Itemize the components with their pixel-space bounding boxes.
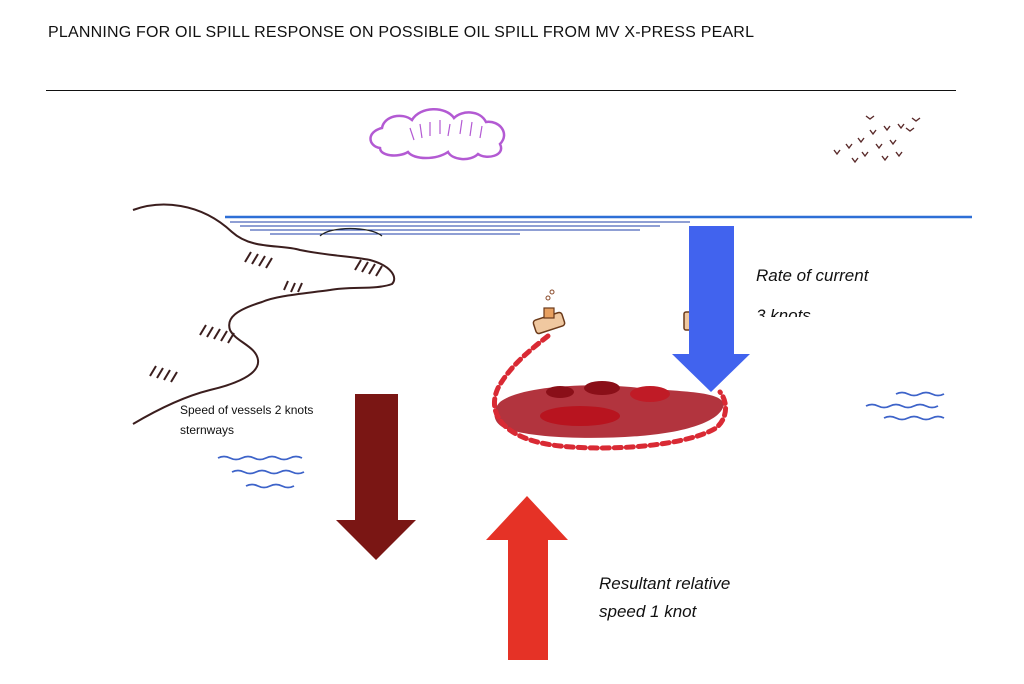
- vessel-speed-arrow: [336, 394, 416, 560]
- page-title: PLANNING FOR OIL SPILL RESPONSE ON POSSI…: [48, 24, 755, 41]
- boom-icon: [491, 333, 728, 451]
- vessel-speed-line1: Speed of vessels 2 knots: [180, 403, 314, 417]
- tug-vessel-icon: [532, 289, 566, 335]
- vessel-speed-line2: sternways: [180, 423, 235, 437]
- birds-icon: [833, 115, 921, 164]
- resultant-line1: Resultant relative: [599, 574, 731, 593]
- resultant-speed-arrow: [486, 496, 568, 660]
- resultant-line2: speed 1 knot: [599, 602, 697, 621]
- title-divider: [46, 90, 956, 91]
- cloud-icon: [369, 108, 506, 161]
- current-arrow: [672, 226, 750, 392]
- water-ripples: [217, 391, 945, 489]
- coastline-icon: [132, 203, 396, 425]
- current-speed-label-clip: 3 knots: [756, 306, 826, 317]
- oil-slick-icon: [494, 381, 724, 438]
- vessel-speed-label: Speed of vessels 2 knots sternways: [180, 400, 313, 440]
- horizon-lines: [225, 215, 972, 237]
- current-speed-label: 3 knots: [756, 306, 811, 317]
- resultant-speed-label: Resultant relative speed 1 knot: [599, 570, 730, 626]
- current-label: Rate of current: [756, 266, 869, 285]
